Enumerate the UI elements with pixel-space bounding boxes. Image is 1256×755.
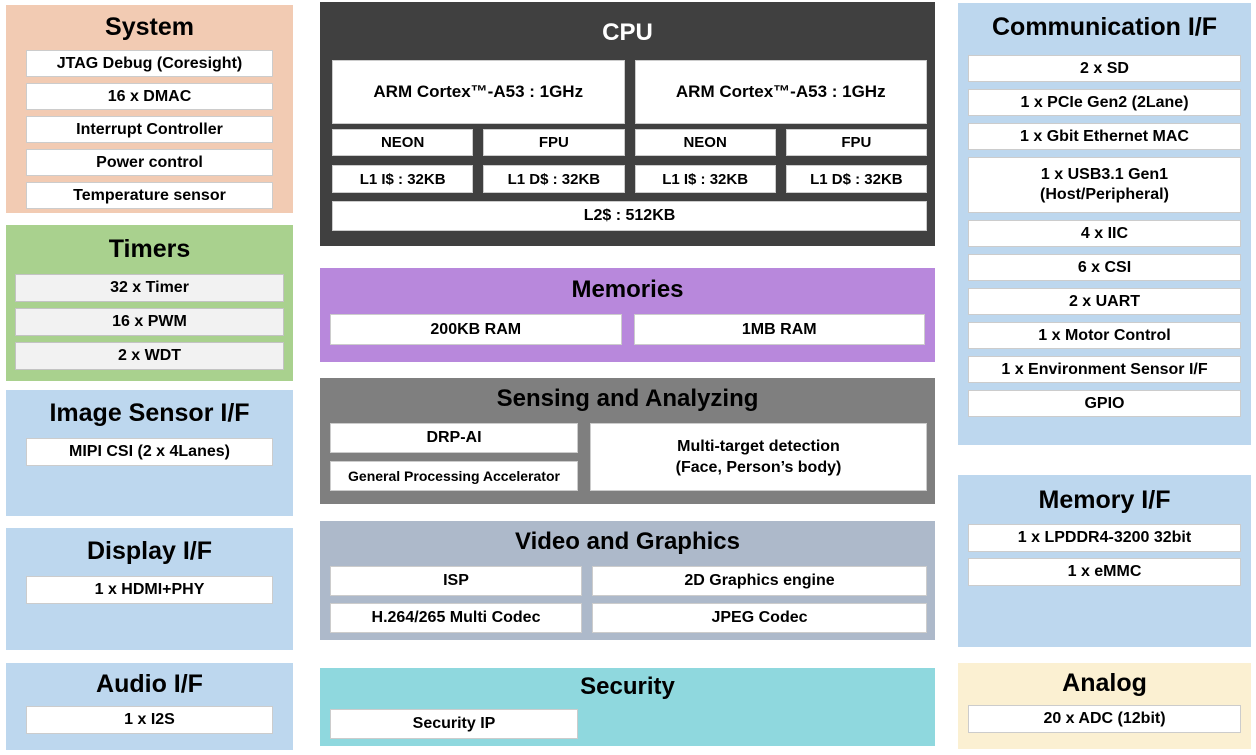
memories-rows: 200KB RAM 1MB RAM — [330, 314, 925, 345]
communication-row: 1 x Gbit Ethernet MAC — [968, 123, 1241, 150]
cpu-cache: L1 I$ : 32KB — [634, 165, 776, 193]
multi-target-detection-box: Multi-target detection (Face, Person’s b… — [590, 423, 927, 491]
sensing-analyzing-title: Sensing and Analyzing — [496, 385, 759, 412]
system-row: Power control — [26, 149, 273, 176]
memories-title: Memories — [571, 276, 684, 303]
multi-target-line1: Multi-target detection — [677, 438, 840, 455]
communication-row-usb: 1 x USB3.1 Gen1 (Host/Peripheral) — [968, 157, 1241, 213]
video-row: 2D Graphics engine — [592, 566, 927, 596]
cpu-unit: FPU — [483, 129, 625, 156]
audio-if-rows: 1 x I2S — [26, 706, 273, 734]
communication-if-block: Communication I/F 2 x SD 1 x PCIe Gen2 (… — [958, 3, 1251, 445]
usb-line1: 1 x USB3.1 Gen1 — [1040, 166, 1169, 183]
image-sensor-if-row: MIPI CSI (2 x 4Lanes) — [26, 438, 273, 466]
timers-row: 32 x Timer — [15, 274, 284, 302]
system-title: System — [105, 13, 194, 41]
analog-title: Analog — [1062, 669, 1147, 697]
audio-if-title: Audio I/F — [96, 670, 203, 698]
memories-row: 200KB RAM — [330, 314, 622, 345]
cpu-cache: L1 I$ : 32KB — [332, 165, 474, 193]
system-row: Interrupt Controller — [26, 116, 273, 143]
system-block: System JTAG Debug (Coresight) 16 x DMAC … — [6, 5, 293, 213]
timers-title: Timers — [108, 235, 191, 263]
cpu-title: CPU — [602, 19, 653, 46]
analog-block: Analog 20 x ADC (12bit) — [958, 663, 1251, 749]
cpu-caches-row: L1 I$ : 32KB L1 D$ : 32KB L1 I$ : 32KB L… — [332, 165, 927, 193]
cpu-unit: NEON — [332, 129, 474, 156]
communication-row: 1 x Environment Sensor I/F — [968, 356, 1241, 383]
communication-row: GPIO — [968, 390, 1241, 417]
sensing-left-rows: DRP-AI General Processing Accelerator — [330, 423, 578, 491]
sensing-content: DRP-AI General Processing Accelerator Mu… — [330, 423, 927, 491]
image-sensor-if-title: Image Sensor I/F — [49, 399, 250, 427]
cpu-cache: L1 D$ : 32KB — [483, 165, 625, 193]
cpu-cores-row: ARM Cortex™-A53 : 1GHz ARM Cortex™-A53 :… — [332, 60, 927, 124]
timers-row: 2 x WDT — [15, 342, 284, 370]
timers-row: 16 x PWM — [15, 308, 284, 336]
memory-if-rows: 1 x LPDDR4-3200 32bit 1 x eMMC — [968, 524, 1241, 586]
memories-block: Memories 200KB RAM 1MB RAM — [320, 268, 935, 362]
memory-if-row: 1 x eMMC — [968, 558, 1241, 586]
sensing-row: DRP-AI — [330, 423, 578, 453]
communication-row: 1 x Motor Control — [968, 322, 1241, 349]
communication-if-title: Communication I/F — [992, 13, 1217, 41]
communication-row: 1 x PCIe Gen2 (2Lane) — [968, 89, 1241, 116]
system-rows: JTAG Debug (Coresight) 16 x DMAC Interru… — [26, 50, 273, 209]
communication-if-rows: 2 x SD 1 x PCIe Gen2 (2Lane) 1 x Gbit Et… — [968, 55, 1241, 417]
communication-row: 6 x CSI — [968, 254, 1241, 281]
multi-target-line2: (Face, Person’s body) — [675, 459, 842, 476]
analog-row: 20 x ADC (12bit) — [968, 705, 1241, 733]
memory-if-row: 1 x LPDDR4-3200 32bit — [968, 524, 1241, 552]
communication-row: 2 x UART — [968, 288, 1241, 315]
system-row: Temperature sensor — [26, 182, 273, 209]
video-graphics-title: Video and Graphics — [515, 528, 740, 555]
memory-if-block: Memory I/F 1 x LPDDR4-3200 32bit 1 x eMM… — [958, 475, 1251, 647]
cpu-units-row: NEON FPU NEON FPU — [332, 129, 927, 156]
cpu-unit: FPU — [785, 129, 927, 156]
security-block: Security Security IP — [320, 668, 935, 746]
cpu-core: ARM Cortex™-A53 : 1GHz — [634, 60, 927, 124]
analog-rows: 20 x ADC (12bit) — [968, 705, 1241, 733]
cpu-unit: NEON — [634, 129, 776, 156]
communication-row: 2 x SD — [968, 55, 1241, 82]
video-row: JPEG Codec — [592, 603, 927, 633]
security-row: Security IP — [330, 709, 578, 739]
video-graphics-rows: ISP 2D Graphics engine H.264/265 Multi C… — [330, 566, 927, 633]
cpu-block: CPU ARM Cortex™-A53 : 1GHz ARM Cortex™-A… — [320, 2, 935, 246]
cpu-core: ARM Cortex™-A53 : 1GHz — [332, 60, 625, 124]
display-if-block: Display I/F 1 x HDMI+PHY — [6, 528, 293, 650]
timers-block: Timers 32 x Timer 16 x PWM 2 x WDT — [6, 225, 293, 381]
memories-row: 1MB RAM — [633, 314, 925, 345]
cpu-cache: L1 D$ : 32KB — [785, 165, 927, 193]
audio-if-block: Audio I/F 1 x I2S — [6, 663, 293, 750]
audio-if-row: 1 x I2S — [26, 706, 273, 734]
display-if-title: Display I/F — [86, 537, 213, 565]
display-if-row: 1 x HDMI+PHY — [26, 576, 273, 604]
video-row: H.264/265 Multi Codec — [330, 603, 582, 633]
video-row: ISP — [330, 566, 582, 596]
display-if-rows: 1 x HDMI+PHY — [26, 576, 273, 604]
image-sensor-if-block: Image Sensor I/F MIPI CSI (2 x 4Lanes) — [6, 390, 293, 516]
communication-row: 4 x IIC — [968, 220, 1241, 247]
security-title: Security — [580, 673, 675, 700]
security-rows: Security IP — [330, 709, 578, 739]
usb-line2: (Host/Peripheral) — [1040, 186, 1169, 203]
image-sensor-if-rows: MIPI CSI (2 x 4Lanes) — [26, 438, 273, 466]
sensing-row: General Processing Accelerator — [330, 461, 578, 491]
system-row: JTAG Debug (Coresight) — [26, 50, 273, 77]
timers-rows: 32 x Timer 16 x PWM 2 x WDT — [15, 274, 284, 370]
video-graphics-block: Video and Graphics ISP 2D Graphics engin… — [320, 521, 935, 640]
cpu-l2-cache: L2$ : 512KB — [332, 201, 927, 231]
sensing-analyzing-block: Sensing and Analyzing DRP-AI General Pro… — [320, 378, 935, 504]
memory-if-title: Memory I/F — [1038, 486, 1171, 514]
system-row: 16 x DMAC — [26, 83, 273, 110]
